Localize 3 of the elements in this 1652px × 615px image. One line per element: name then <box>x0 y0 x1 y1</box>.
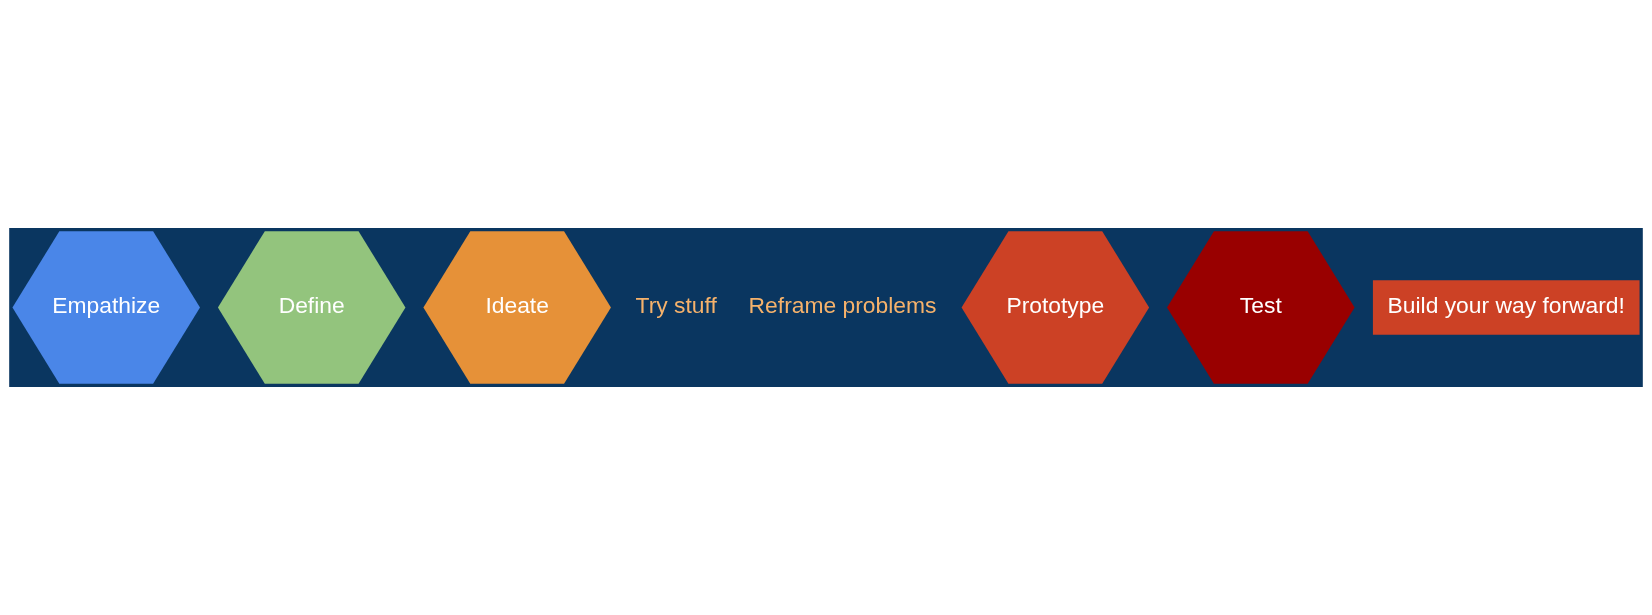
label: Try stuff <box>635 292 717 319</box>
label: Reframe problems <box>748 292 937 319</box>
node-box: Build your way forward! <box>1372 280 1640 335</box>
